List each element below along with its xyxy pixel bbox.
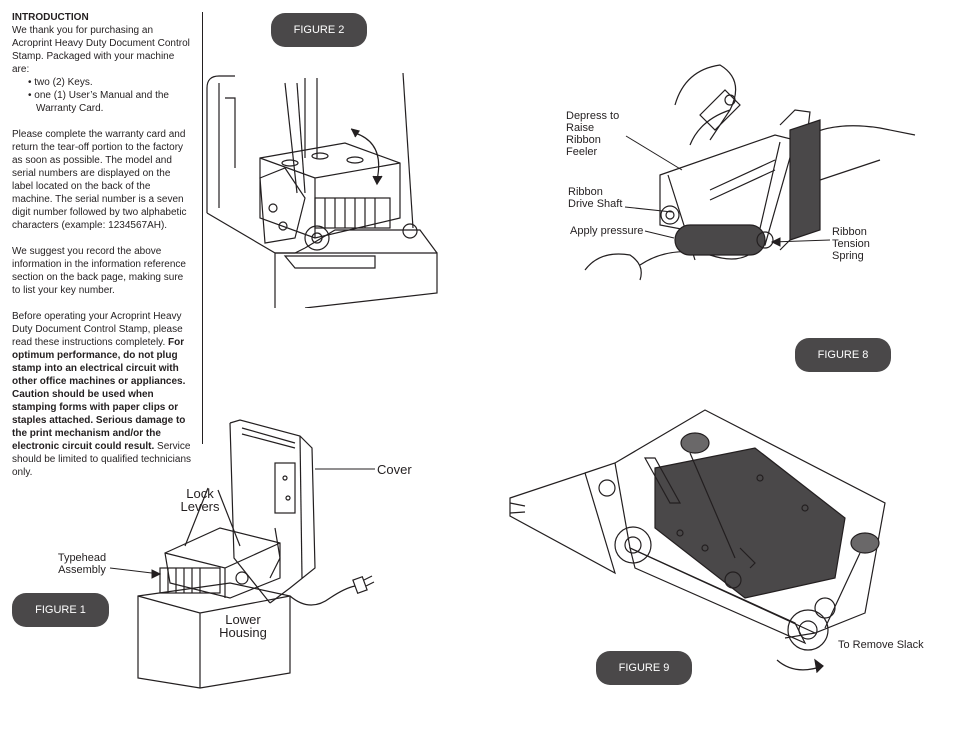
figure-2-badge: FIGURE 2 (271, 13, 367, 47)
figure-8-illustration (584, 64, 916, 281)
column-divider (202, 12, 203, 444)
intro-paragraph-2: Please complete the warranty card and re… (12, 129, 187, 231)
introduction-section: INTRODUCTION We thank you for purchasing… (12, 11, 192, 492)
caution-text: For optimum performance, do not plug sta… (12, 337, 186, 452)
typehead-assembly-label: Typehead Assembly (57, 552, 107, 576)
figure-1-badge: FIGURE 1 (12, 593, 109, 627)
lock-levers-label: Lock Levers (180, 486, 220, 514)
intro-paragraph-1-text: We thank you for purchasing an Acroprint… (12, 25, 190, 75)
apply-pressure-label: Apply pressure (570, 225, 644, 237)
package-contents-list: • two (2) Keys. • one (1) User’s Manual … (12, 76, 192, 115)
figure-2-illustration (206, 72, 438, 308)
intro-paragraph-4-text: Before operating your Acroprint Heavy Du… (12, 311, 183, 348)
depress-ribbon-feeler-label: Depress to Raise Ribbon Feeler (566, 110, 620, 158)
cover-label: Cover (377, 462, 412, 477)
figure-9-illustration (509, 409, 886, 673)
introduction-heading: INTRODUCTION (12, 12, 89, 23)
remove-slack-label: To Remove Slack (838, 639, 924, 651)
figure-1-illustration (137, 419, 375, 689)
list-item-keys: • two (2) Keys. (28, 77, 93, 88)
intro-paragraph-3: We suggest you record the above informat… (12, 246, 186, 296)
figure-9-badge: FIGURE 9 (596, 651, 692, 685)
ribbon-drive-shaft-label: Ribbon Drive Shaft (568, 186, 623, 210)
figure-8-badge: FIGURE 8 (795, 338, 891, 372)
list-item-manual: • one (1) User’s Manual and the Warranty… (28, 90, 169, 114)
service-note: Service should be limited to qualified t… (12, 441, 191, 478)
lower-housing-label: Lower Housing (219, 612, 267, 640)
intro-paragraph-1: We thank you for purchasing an Acroprint… (12, 24, 192, 76)
intro-paragraph-4: Before operating your Acroprint Heavy Du… (12, 310, 192, 479)
ribbon-tension-spring-label: Ribbon Tension Spring (832, 226, 870, 262)
